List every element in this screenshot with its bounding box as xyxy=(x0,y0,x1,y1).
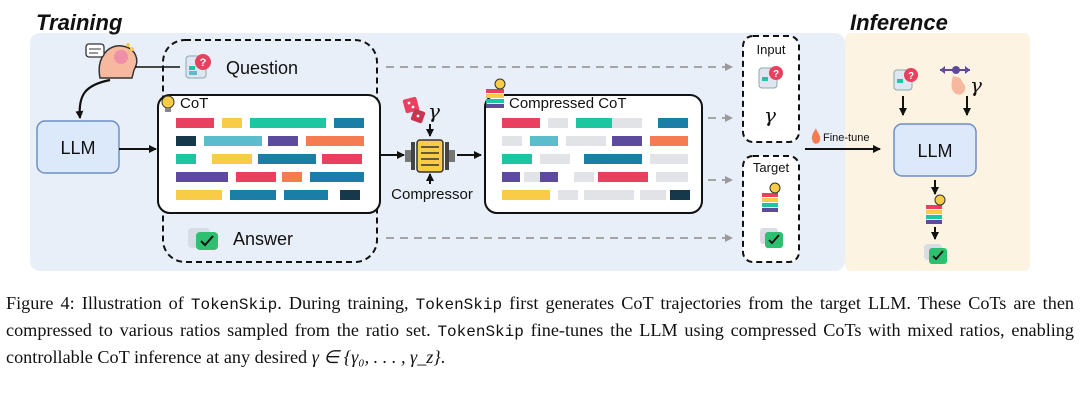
fire-icon xyxy=(811,128,821,144)
user-thinking-icon xyxy=(85,43,138,79)
token-bar xyxy=(334,118,364,128)
token-bar xyxy=(566,136,606,146)
token-bar xyxy=(612,136,642,146)
gamma-symbol-inference: γ xyxy=(970,73,982,97)
token-bar xyxy=(598,172,648,182)
cot-label: CoT xyxy=(180,95,208,112)
question-label: Question xyxy=(226,58,298,78)
token-bar xyxy=(524,172,554,182)
tokenskip-diagram: Training Inference LLM ? Question CoT xyxy=(30,10,1030,271)
caption-tokenskip-3: TokenSkip xyxy=(437,323,524,341)
training-title: Training xyxy=(36,10,123,35)
token-bar xyxy=(340,190,360,200)
gamma-symbol-compressor: γ xyxy=(428,99,440,123)
llm-label-inference: LLM xyxy=(917,141,952,161)
token-bar xyxy=(650,154,688,164)
question-icon-input: ? xyxy=(758,66,783,89)
token-bar xyxy=(502,154,532,164)
token-bar xyxy=(204,136,262,146)
token-bar xyxy=(310,172,364,182)
token-bar xyxy=(502,118,540,128)
token-bar xyxy=(576,118,612,128)
compressed-token-bars xyxy=(502,118,690,200)
token-bar xyxy=(258,154,316,164)
token-bar xyxy=(236,172,276,182)
token-bar xyxy=(650,136,688,146)
inference-title: Inference xyxy=(850,10,948,35)
compressed-cot-icon-inference xyxy=(926,194,946,224)
compressed-cot-icon-target xyxy=(762,182,781,212)
token-bar xyxy=(540,154,570,164)
token-bar xyxy=(250,118,326,128)
token-bar xyxy=(282,172,302,182)
token-bar xyxy=(670,190,690,200)
token-bar xyxy=(502,172,520,182)
cot-token-bars xyxy=(176,118,364,200)
question-icon-inference: ? xyxy=(893,68,918,91)
token-bar xyxy=(574,172,594,182)
token-bar xyxy=(230,190,276,200)
token-bar xyxy=(176,172,228,182)
token-bar xyxy=(284,190,328,200)
token-bar xyxy=(558,190,578,200)
svg-text:?: ? xyxy=(200,57,207,69)
token-bar xyxy=(176,118,214,128)
finetune-label: Fine-tune xyxy=(823,132,869,144)
token-bar xyxy=(176,154,196,164)
compressor-icon xyxy=(405,139,455,173)
compressor-label: Compressor xyxy=(391,186,473,203)
caption-math: γ ∈ {γ₀, . . . , γ_z} xyxy=(311,347,441,367)
token-bar xyxy=(612,118,642,128)
llm-box-training xyxy=(36,120,120,174)
token-bar xyxy=(584,154,642,164)
token-bar xyxy=(322,154,362,164)
caption-text-3: fine-tunes the LLM using compressed CoTs… xyxy=(6,320,1074,367)
token-bar xyxy=(502,190,550,200)
answer-icon xyxy=(188,228,218,250)
token-bar xyxy=(212,154,252,164)
token-bar xyxy=(530,136,558,146)
token-bar xyxy=(222,118,242,128)
slider-hand-icon xyxy=(940,66,970,95)
svg-text:?: ? xyxy=(908,71,914,82)
token-bar xyxy=(658,118,688,128)
answer-label: Answer xyxy=(233,229,293,249)
token-bar xyxy=(656,172,688,182)
gamma-symbol-input: γ xyxy=(764,103,776,127)
caption-tokenskip-1: TokenSkip xyxy=(190,296,278,314)
token-bar xyxy=(176,136,196,146)
llm-box-inference xyxy=(893,123,977,177)
token-bar xyxy=(640,190,666,200)
llm-label-training: LLM xyxy=(60,138,95,158)
token-bar xyxy=(502,136,522,146)
token-bar xyxy=(584,190,634,200)
caption-text-1: . During training, xyxy=(277,293,416,313)
caption-text-2: first generates CoT trajectories from th… xyxy=(6,293,1074,340)
token-bar xyxy=(268,136,298,146)
input-label: Input xyxy=(757,42,786,57)
answer-icon-inference xyxy=(924,244,947,264)
caption-text-4: . xyxy=(440,347,446,367)
token-bar xyxy=(548,118,568,128)
caption-fig-label: Figure 4: Illustration of xyxy=(6,293,191,313)
question-icon: ? xyxy=(185,54,211,79)
figure-caption: Figure 4: Illustration of TokenSkip. Dur… xyxy=(6,291,1074,370)
answer-icon-target xyxy=(760,228,783,248)
lightbulb-icon xyxy=(161,95,175,112)
input-box xyxy=(742,35,800,143)
caption-tokenskip-2: TokenSkip xyxy=(415,296,503,314)
compressed-cot-label: Compressed CoT xyxy=(509,95,627,112)
compressed-cot-icon xyxy=(486,78,506,108)
target-label: Target xyxy=(753,160,790,175)
svg-text:?: ? xyxy=(773,69,779,80)
token-bar xyxy=(540,172,558,182)
dice-icon xyxy=(402,96,426,124)
token-bar xyxy=(306,136,364,146)
token-bar xyxy=(176,190,222,200)
